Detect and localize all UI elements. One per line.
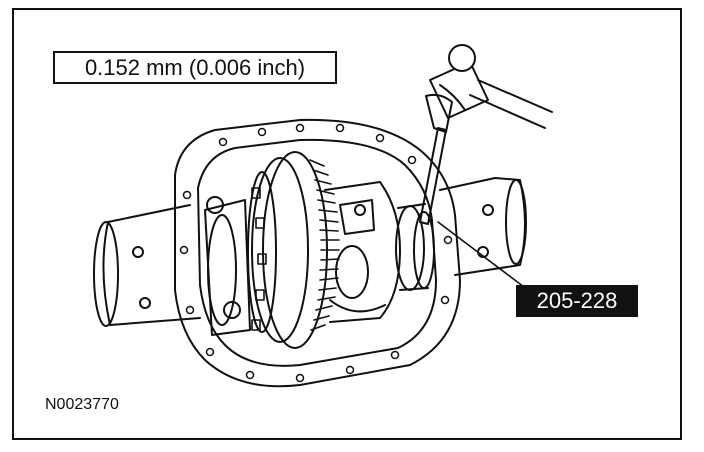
right-bearing — [395, 203, 435, 291]
tool-number-label: 205-228 — [516, 285, 638, 317]
ring-gear — [247, 151, 328, 349]
ring-gear-bolts — [251, 187, 267, 331]
tool-leader-line — [437, 221, 529, 291]
right-axle-tube — [439, 177, 527, 276]
housing-flange — [174, 118, 461, 388]
flange-bolt-holes — [179, 123, 453, 383]
differential-case — [324, 181, 401, 323]
hammer — [429, 44, 553, 129]
spreader-drift-tool — [419, 93, 453, 225]
housing-cavity — [197, 138, 437, 367]
left-bearing-cap — [204, 196, 251, 336]
clearance-specification-text: 0.152 mm (0.006 inch) — [84, 54, 306, 80]
figure-id: N0023770 — [45, 396, 119, 413]
clearance-specification: 0.152 mm (0.006 inch) — [53, 51, 337, 84]
left-axle-tube — [93, 204, 201, 327]
tool-number-text: 205-228 — [536, 288, 618, 313]
ring-gear-teeth — [309, 159, 340, 331]
